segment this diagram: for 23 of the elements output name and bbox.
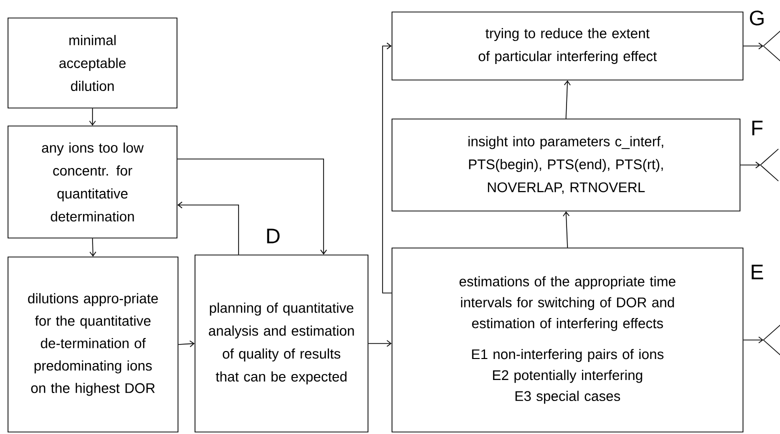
arrow — [89, 238, 96, 257]
arrow — [743, 42, 764, 50]
arrow — [368, 340, 392, 347]
arrow — [740, 162, 760, 168]
letter-label: D — [267, 228, 280, 244]
letter-label: F — [752, 120, 763, 136]
process-box: trying to reduce the extent of particular interfering effect — [392, 12, 744, 80]
process-box: minimal acceptable dilution — [8, 18, 178, 108]
arrow — [382, 42, 392, 294]
process-box: planning of quantitative analysis and estimation of quality of results that can be expected — [194, 254, 368, 432]
process-box: any ions too low concentr. for quantitative determination — [8, 126, 178, 238]
process-box: insight into parameters c_interf, PTS(begin), PTS(end), PTS(rt), NOVERLAP, RTNOVERL — [392, 118, 740, 212]
arrow — [564, 80, 571, 119]
arrow — [177, 158, 327, 255]
letter-label: E — [752, 264, 764, 280]
arrow — [89, 108, 96, 126]
process-box: estimations of the appropriate time intervals for switching of DOR and estimation of interfering effects E1 non-interfering pairs of ions E2 potentially interfering E3 special cases — [392, 248, 744, 432]
arrow — [562, 211, 570, 248]
arrow — [177, 202, 240, 255]
arrow — [743, 336, 764, 344]
process-box: dilutions appro-priate for the quantitative de-termination of predominating ions on the highest DOR — [8, 256, 178, 432]
letter-label: G — [750, 10, 764, 26]
arrow — [178, 340, 195, 348]
